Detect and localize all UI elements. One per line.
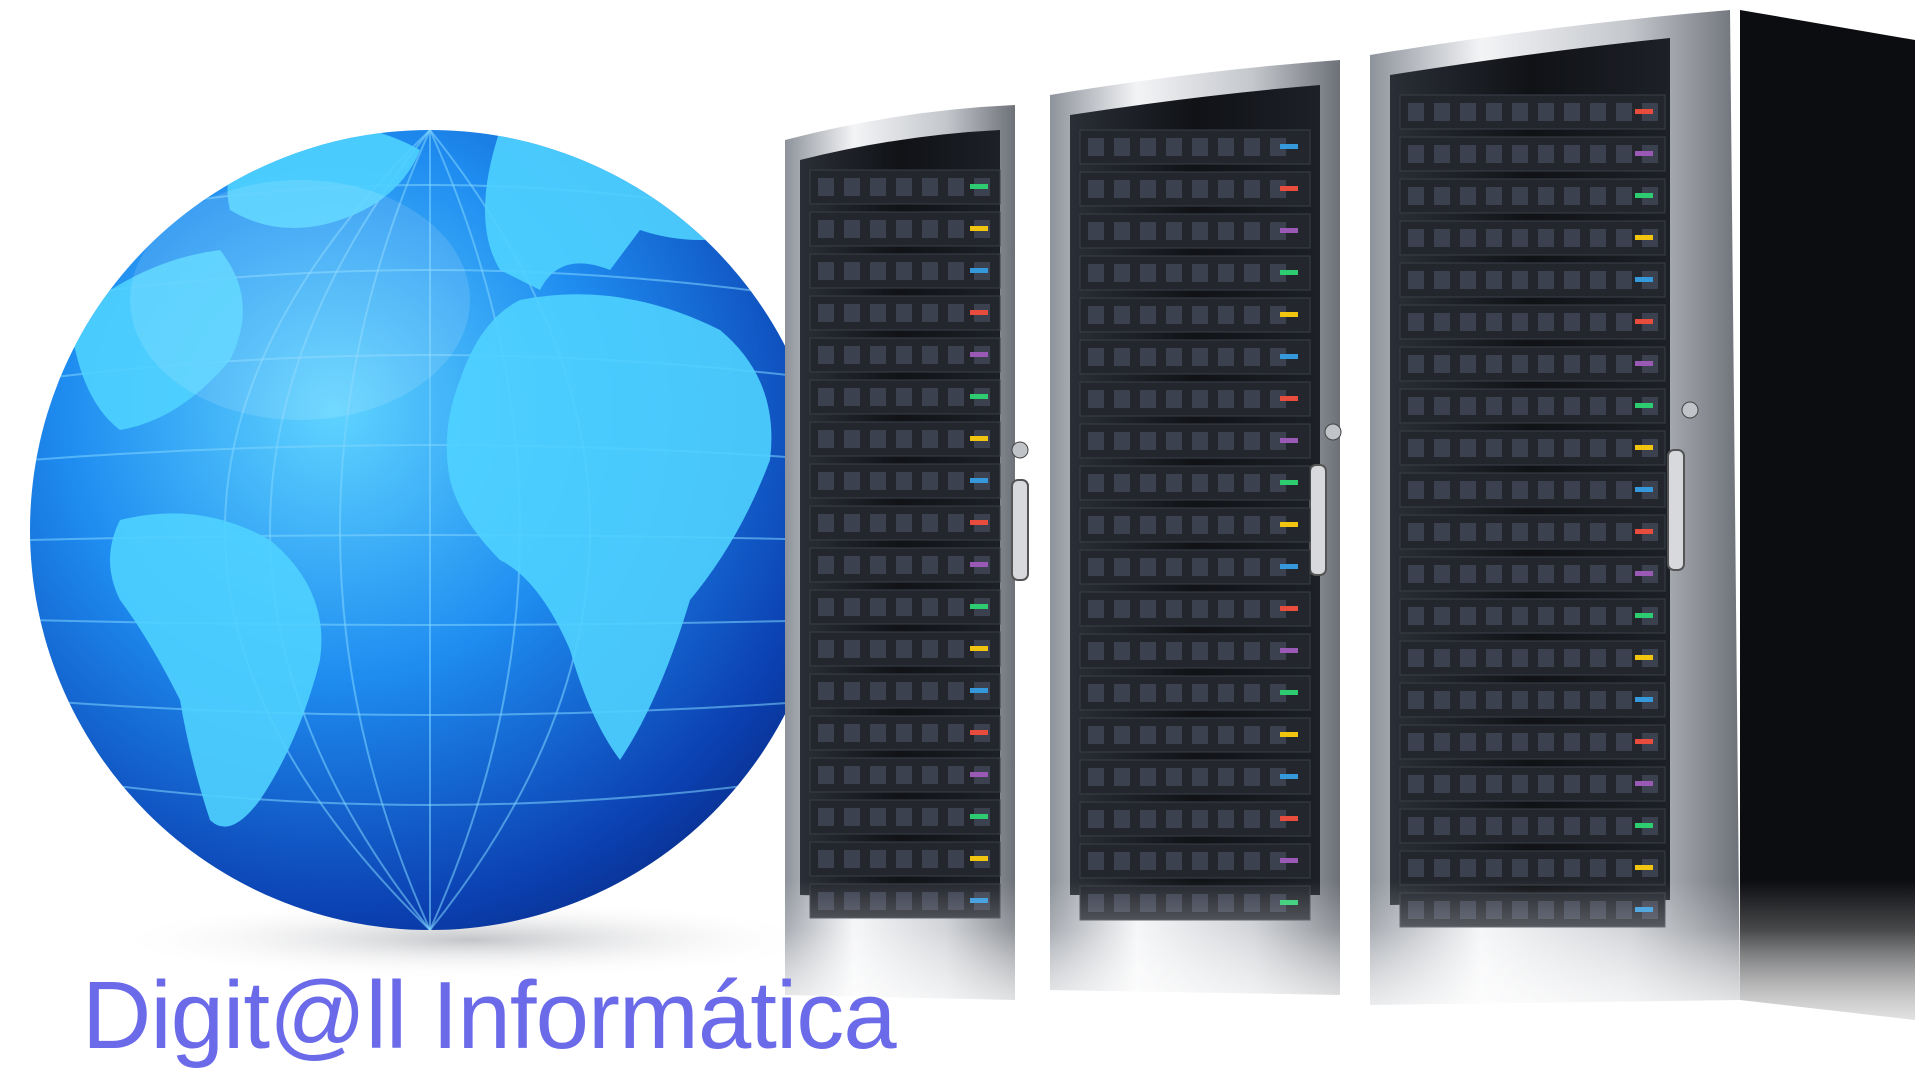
brand-logo-text: Digit@ll Informática: [82, 962, 897, 1069]
globe-icon: [30, 130, 830, 980]
server-rack-icon: [760, 10, 1920, 1080]
floor-reflection: [0, 930, 1920, 1080]
